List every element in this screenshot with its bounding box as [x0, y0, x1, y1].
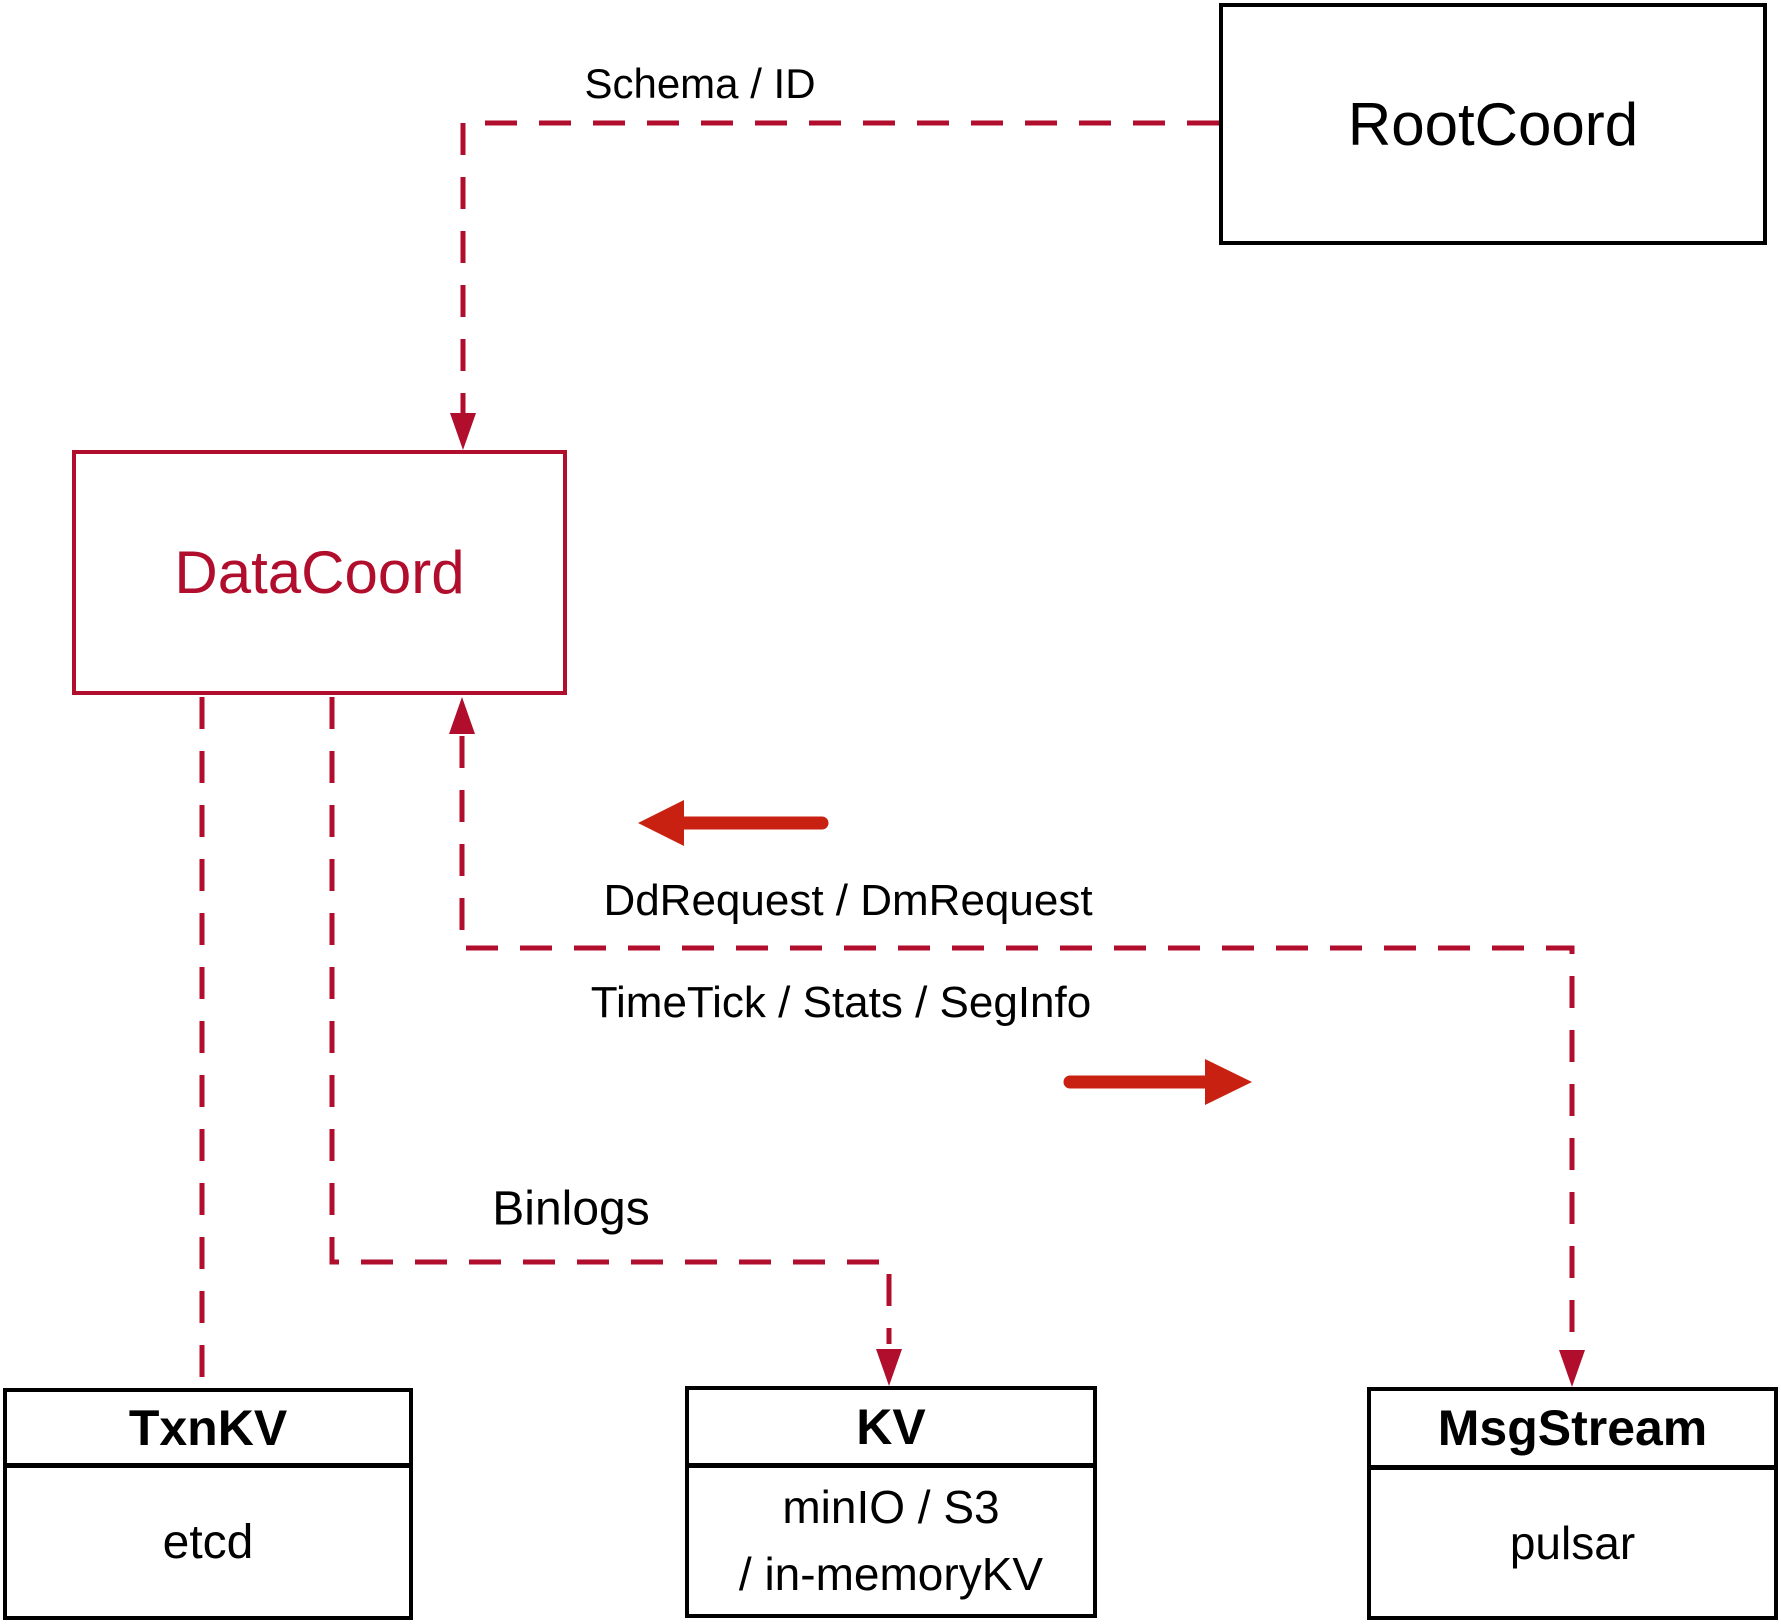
schema-edge-line — [460, 120, 1219, 440]
kv-title: KV — [689, 1390, 1093, 1468]
node-kv: KV minIO / S3 / in-memoryKV — [685, 1386, 1097, 1618]
node-txnkv: TxnKV etcd — [3, 1388, 413, 1620]
msgstream-title: MsgStream — [1371, 1391, 1774, 1470]
kv-body-line1: minIO / S3 — [782, 1481, 1000, 1533]
node-datacoord: DataCoord — [72, 450, 567, 695]
msgstream-body: pulsar — [1509, 1516, 1636, 1569]
txnkv-title: TxnKV — [7, 1392, 409, 1468]
ddrequest-arrowhead-up-icon — [449, 697, 475, 734]
node-rootcoord: RootCoord — [1219, 3, 1767, 245]
txnkv-body: etcd — [162, 1515, 254, 1569]
edge-label-schema: Schema / ID — [584, 60, 816, 107]
datacoord-label: DataCoord — [174, 539, 465, 606]
schema-arrowhead-down-icon — [450, 413, 476, 450]
rootcoord-label: RootCoord — [1347, 90, 1639, 158]
edge-label-ddrequest: DdRequest / DmRequest — [603, 876, 1093, 925]
edge-label-binlogs: Binlogs — [492, 1182, 650, 1236]
edge-label-timetick: TimeTick / Stats / SegInfo — [590, 978, 1092, 1027]
ddrequest-edge-line — [459, 736, 1575, 1345]
node-msgstream: MsgStream pulsar — [1367, 1387, 1778, 1620]
binlogs-arrowhead-down-icon — [876, 1349, 902, 1386]
left-solid-arrow-icon — [638, 800, 829, 846]
binlogs-edge-line — [329, 697, 892, 1344]
right-solid-arrow-icon — [1063, 1059, 1252, 1105]
kv-body-line2: / in-memoryKV — [738, 1548, 1044, 1600]
msgstream-arrowhead-down-icon — [1559, 1350, 1585, 1387]
